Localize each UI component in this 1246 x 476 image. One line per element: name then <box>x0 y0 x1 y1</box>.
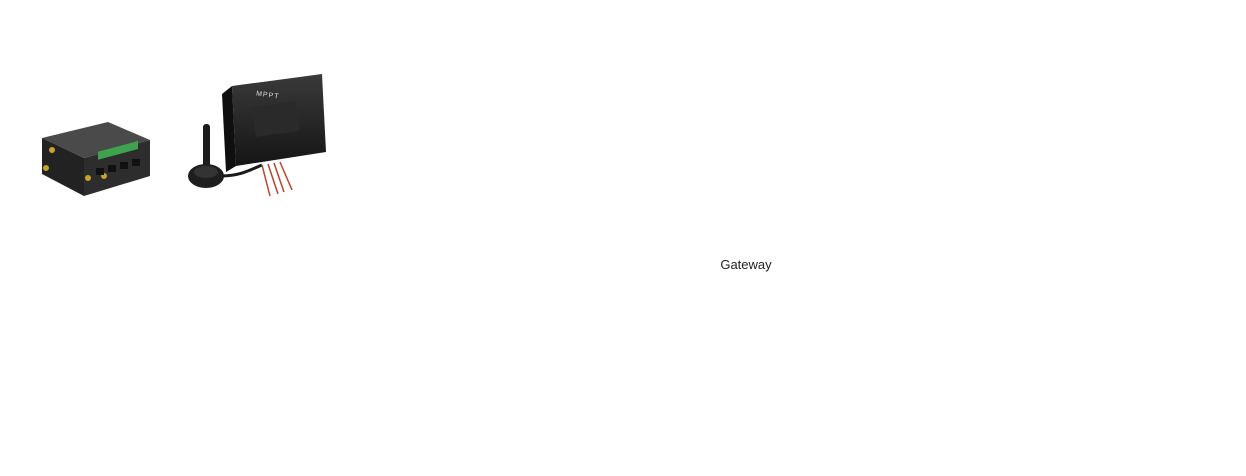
gateway-label: Gateway <box>720 256 772 272</box>
antenna-icon <box>188 124 263 188</box>
router-device-icon <box>42 122 150 196</box>
mppt-controller-icon <box>222 74 326 197</box>
